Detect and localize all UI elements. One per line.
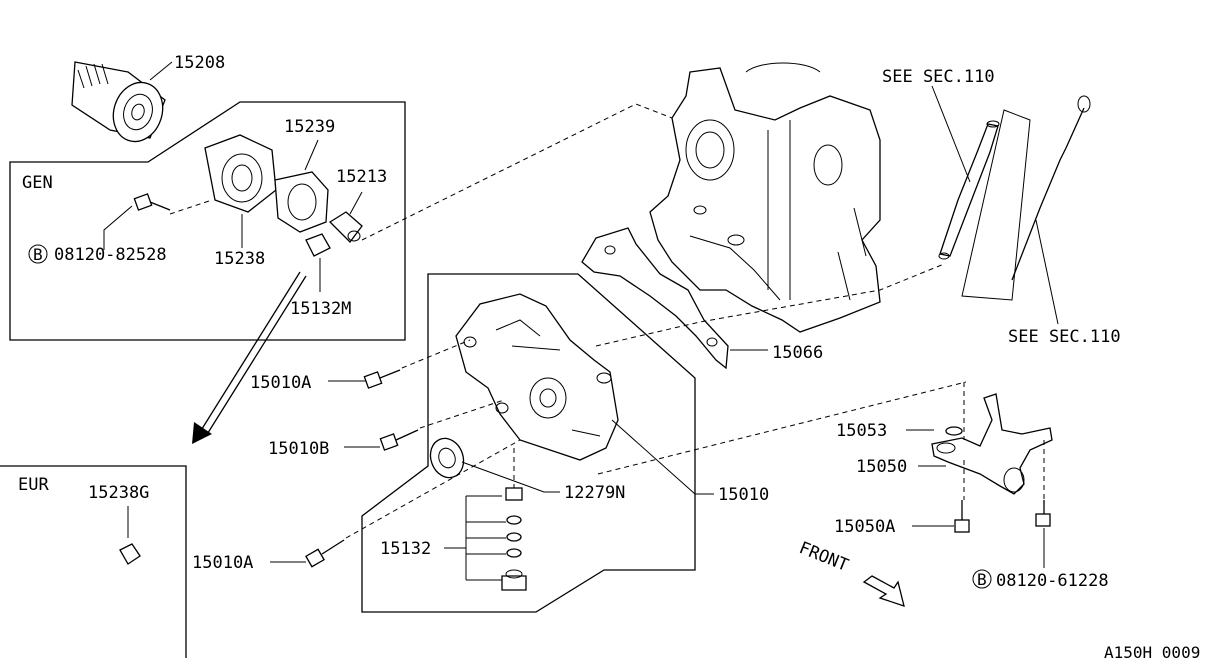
dipstick-panel xyxy=(961,109,1031,301)
callout-15208: 15208 xyxy=(174,53,225,73)
oil-pump-frame xyxy=(361,273,696,613)
leader-82528 xyxy=(103,205,133,250)
bolt-marker-icon xyxy=(28,244,48,264)
bolt-marker-letter: B xyxy=(33,245,43,264)
callout-15053: 15053 xyxy=(836,421,887,441)
leader-sec-top xyxy=(931,85,971,183)
oil-strainer xyxy=(931,393,1053,495)
leader-15213 xyxy=(349,191,363,215)
callout-15050A: 15050A xyxy=(834,517,895,537)
callout-15238: 15238 xyxy=(214,249,265,269)
relief-valve-parts xyxy=(501,487,527,591)
eur-label: EUR xyxy=(18,475,49,495)
plug xyxy=(305,233,331,257)
o-ring xyxy=(945,426,963,436)
bolt-15010A-upper xyxy=(363,369,401,389)
bolt-15050A xyxy=(954,500,970,533)
leader-sec-right xyxy=(1035,219,1059,325)
callout-15010B: 15010B xyxy=(268,439,329,459)
reference-arrow xyxy=(192,271,307,444)
callout-see-sec-right: SEE SEC.110 xyxy=(1008,327,1121,347)
leader-15132 xyxy=(444,495,506,581)
dashed-pump-to-strainer xyxy=(597,381,967,475)
pump-gasket xyxy=(581,227,729,370)
leader-12279N xyxy=(461,461,560,493)
dashed-gasket-to-tube xyxy=(595,263,945,347)
leader-15208 xyxy=(149,61,173,81)
callout-15050: 15050 xyxy=(856,457,907,477)
bolt-15010B xyxy=(379,429,419,451)
bolt-marker-icon xyxy=(972,569,992,589)
gen-label: GEN xyxy=(22,173,53,193)
gen-box xyxy=(9,101,406,341)
connector xyxy=(328,211,363,243)
callout-see-sec-top: SEE SEC.110 xyxy=(882,67,995,87)
callout-15132: 15132 xyxy=(380,539,431,559)
bolt-marker-letter: B xyxy=(977,570,987,589)
gasket xyxy=(274,171,329,233)
front-direction-arrow xyxy=(862,575,905,607)
oil-seal xyxy=(429,437,465,479)
bolt-82528 xyxy=(133,193,171,211)
eur-plug xyxy=(119,543,141,565)
callout-12279N: 12279N xyxy=(564,483,625,503)
figure-id: A150H 0009 xyxy=(1104,643,1200,662)
callout-15066: 15066 xyxy=(772,343,823,363)
callout-15010A-upper: 15010A xyxy=(250,373,311,393)
callout-15213: 15213 xyxy=(336,167,387,187)
callout-15010A-lower: 15010A xyxy=(192,553,253,573)
bolt-15010A-lower xyxy=(305,539,345,568)
eur-box xyxy=(0,465,187,658)
dipstick-tube xyxy=(938,120,1000,260)
callout-15010: 15010 xyxy=(718,485,769,505)
leader-15239 xyxy=(304,139,319,171)
dipstick xyxy=(1011,95,1091,281)
callout-bolt-61228: 08120-61228 xyxy=(996,571,1109,591)
callout-bolt-82528: 08120-82528 xyxy=(54,245,167,265)
callout-15132M: 15132M xyxy=(290,299,351,319)
callout-15238G: 15238G xyxy=(88,483,149,503)
oil-pump xyxy=(455,293,619,461)
filter-bracket xyxy=(204,134,277,213)
dashed-filter-to-block xyxy=(361,103,673,241)
engine-block xyxy=(649,62,881,333)
bolt-61228 xyxy=(1035,500,1051,527)
callout-15239: 15239 xyxy=(284,117,335,137)
front-label: FRONT xyxy=(796,538,851,576)
oil-filter xyxy=(71,61,166,143)
